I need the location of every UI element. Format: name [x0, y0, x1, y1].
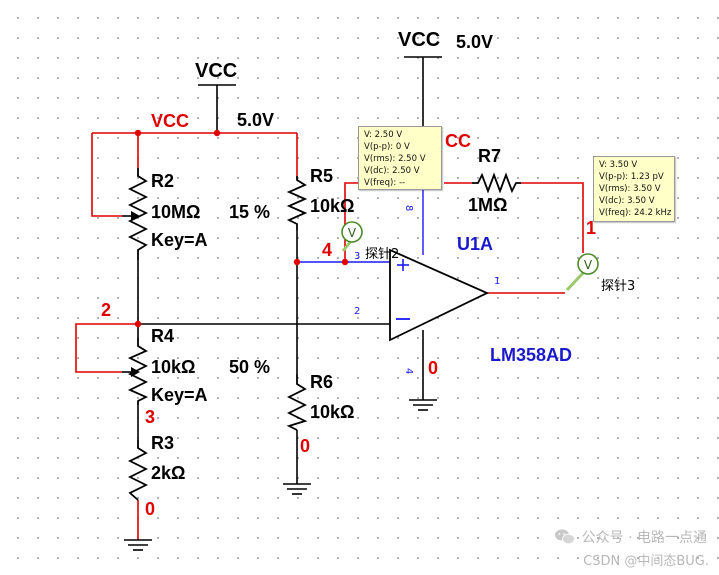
r4-wiper-arrow-icon — [131, 367, 140, 377]
r4-key: Key=A — [151, 385, 208, 405]
probe-3-line: V(p-p): 1.23 pV — [599, 172, 664, 182]
probe-3-readout: V: 3.50 V V(p-p): 1.23 pV V(rms): 3.50 V… — [593, 156, 675, 222]
r2-ref: R2 — [151, 171, 174, 191]
probe-2-label: 探针2 — [365, 247, 399, 262]
pin-3-label: 3 — [354, 251, 360, 262]
r3-value: 2kΩ — [151, 463, 185, 483]
probe-2-line: V(dc): 2.50 V — [364, 166, 420, 176]
r5-value: 10kΩ — [310, 196, 354, 216]
probe-3-line: V(freq): 24.2 kHz — [599, 208, 672, 218]
r2-value: 10MΩ — [151, 202, 200, 222]
pin-1-label: 1 — [494, 276, 500, 287]
probe-2-line: V(p-p): 0 V — [364, 142, 410, 152]
watermark-credit: CSDN @中间态BUG. — [583, 554, 709, 569]
watermark: 公众号 · 电路一点通 — [554, 527, 707, 547]
ground-icon — [124, 539, 152, 551]
r5-ref: R5 — [310, 166, 333, 186]
watermark-text: 公众号 · 电路一点通 — [581, 530, 707, 546]
net-4-label: 4 — [322, 240, 332, 260]
probe-3[interactable]: V — [565, 253, 599, 292]
r4-resistor[interactable] — [127, 338, 149, 405]
u1-ref: U1A — [457, 234, 493, 254]
vcc-right-name: VCC — [398, 29, 440, 51]
r2-resistor[interactable] — [127, 168, 149, 260]
probe-2-line: V(rms): 2.50 V — [364, 154, 426, 164]
ground-icon — [409, 399, 437, 411]
wechat-icon — [554, 529, 575, 545]
u1-part: LM358AD — [490, 345, 572, 365]
net-1-label: 1 — [586, 218, 596, 238]
r4-percent: 50 % — [229, 357, 270, 377]
net-vcc-label-left: VCC — [151, 111, 189, 131]
r2-wiper-arrow-icon — [131, 211, 140, 221]
pin-4-label: 4 — [403, 368, 414, 374]
net-0-left-label: 0 — [145, 499, 155, 519]
r6-resistor[interactable] — [286, 374, 308, 431]
opamp-u1a[interactable] — [389, 248, 490, 342]
vcc-left-name: VCC — [195, 60, 237, 82]
r5-resistor[interactable] — [286, 176, 308, 230]
r7-resistor[interactable] — [472, 172, 521, 194]
net-3-label: 3 — [145, 407, 155, 427]
probe-3-line: V: 3.50 V — [599, 160, 638, 170]
net-vcc-label-right: CC — [445, 131, 471, 151]
r7-ref: R7 — [478, 146, 501, 166]
vcc-right-value: 5.0V — [456, 32, 493, 52]
junction-dots — [134, 129, 349, 328]
ground-icons — [124, 399, 437, 551]
probe-3-v-icon: V — [584, 258, 593, 272]
r3-ref: R3 — [151, 433, 174, 453]
black-wires — [122, 56, 442, 484]
probe-2-readout: V: 2.50 V V(p-p): 0 V V(rms): 2.50 V V(d… — [358, 126, 442, 190]
r3-resistor[interactable] — [127, 440, 149, 501]
probe-3-line: V(rms): 3.50 V — [599, 184, 661, 194]
ground-icon — [283, 483, 311, 495]
probe-2-v-icon: V — [348, 226, 357, 240]
net-0-opamp-label: 0 — [428, 358, 438, 378]
r2-percent: 15 % — [229, 202, 270, 222]
probe-3-line: V(dc): 3.50 V — [599, 196, 655, 206]
r2-key: Key=A — [151, 230, 208, 250]
probe-2-line: V: 2.50 V — [364, 130, 403, 140]
r6-value: 10kΩ — [310, 402, 354, 422]
net-2-label: 2 — [101, 300, 111, 320]
pin-8-label: 8 — [403, 205, 414, 211]
r4-ref: R4 — [151, 326, 174, 346]
net-0-mid-label: 0 — [300, 436, 310, 456]
probe-2[interactable]: V — [341, 221, 363, 252]
vcc-left-value: 5.0V — [237, 110, 274, 130]
pin-2-label: 2 — [354, 306, 360, 317]
r4-value: 10kΩ — [151, 357, 195, 377]
probe-2-line: V(freq): -- — [364, 178, 406, 188]
r7-value: 1MΩ — [468, 195, 507, 215]
probe-3-label: 探针3 — [601, 279, 635, 294]
r6-ref: R6 — [310, 372, 333, 392]
